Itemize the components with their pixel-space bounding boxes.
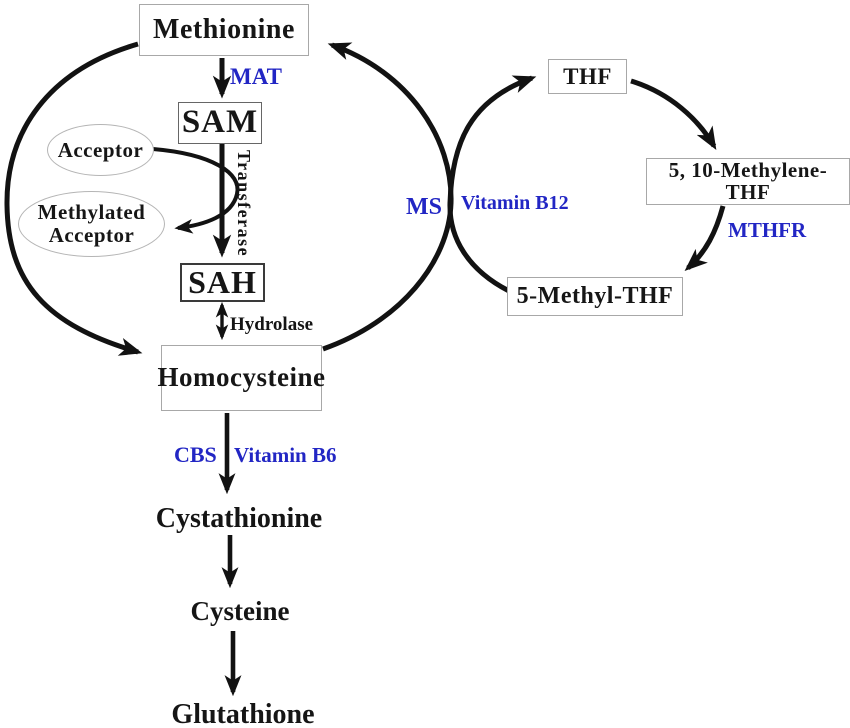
node-glutathione: Glutathione	[171, 699, 315, 728]
enzyme-mat: MAT	[230, 64, 282, 89]
node-5-10-methylene-thf: 5, 10-Methylene-THF	[646, 158, 850, 205]
node-acceptor: Acceptor	[47, 124, 154, 176]
folate-cycle-left-arc	[447, 75, 537, 294]
cofactor-vitamin-b6: Vitamin B6	[234, 443, 337, 467]
node-cystathionine: Cystathionine	[155, 503, 323, 534]
folate-cycle-bottom-arc	[684, 205, 726, 272]
enzyme-transferase: Transferase	[234, 150, 254, 258]
node-sam: SAM	[178, 102, 262, 144]
acceptor-methylation-arrow	[152, 147, 240, 234]
node-thf: THF	[548, 59, 627, 94]
node-methionine: Methionine	[139, 4, 309, 56]
node-sah: SAH	[180, 263, 265, 302]
enzyme-cbs: CBS	[174, 442, 217, 467]
node-cysteine: Cysteine	[190, 596, 290, 626]
enzyme-mthfr: MTHFR	[728, 218, 807, 242]
node-methylated-acceptor: Methylated Acceptor	[18, 191, 165, 257]
enzyme-ms: MS	[406, 194, 442, 220]
enzyme-hydrolase: Hydrolase	[230, 314, 314, 335]
methionine-cycle-left-arc	[4, 41, 143, 356]
cofactor-vitamin-b12: Vitamin B12	[461, 192, 569, 214]
folate-cycle-top-arc	[630, 78, 717, 150]
node-5-methyl-thf: 5-Methyl-THF	[507, 277, 683, 316]
node-homocysteine: Homocysteine	[158, 345, 325, 411]
